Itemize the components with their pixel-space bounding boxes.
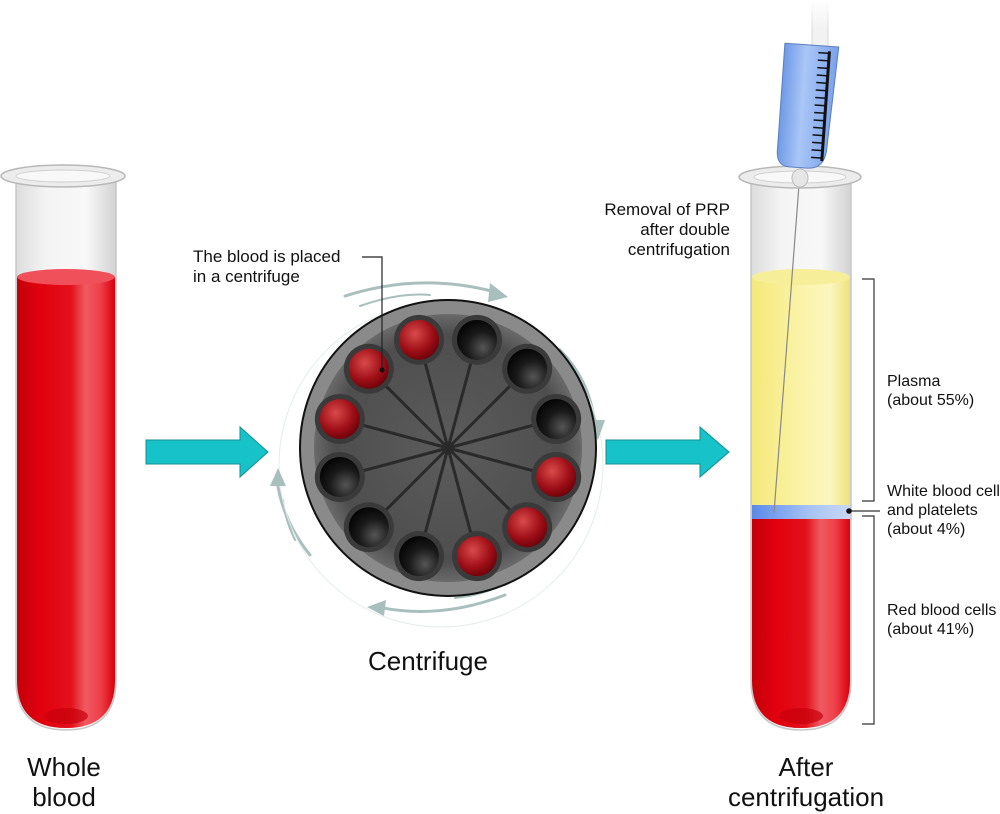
syringe-tick [815, 96, 827, 100]
syringe-tick [816, 74, 828, 77]
plasma-label: Plasma (about 55%) [887, 373, 975, 409]
empty-slot [536, 399, 577, 440]
syringe-tick [816, 81, 828, 85]
blood-tube-slot [319, 399, 360, 440]
syringe-tick [814, 111, 826, 114]
rbc-bottom-shadow [779, 708, 823, 724]
blood-surface [17, 269, 115, 285]
leader-dot [379, 367, 385, 373]
empty-slot [348, 507, 389, 548]
whole-blood-fill [17, 277, 115, 728]
blood-placed-label: The blood is placed in a centrifuge [193, 247, 341, 286]
buffy-leader-dot [846, 508, 852, 514]
centrifuge [270, 256, 605, 628]
syringe-tick [814, 104, 826, 107]
blood-tube-slot [399, 319, 440, 360]
blood-tube-slot [536, 456, 577, 497]
right-arrow-icon [145, 425, 269, 479]
empty-slot [456, 319, 497, 360]
right-arrow-icon [605, 425, 730, 479]
syringe-icon [770, 0, 850, 188]
red-blood-cells-label: Red blood cells (about 41%) [887, 602, 997, 638]
syringe-needle [773, 184, 800, 514]
whole-blood-label: Whole blood [27, 752, 101, 812]
buffy-coat-label: White blood cells and platelets (about 4… [887, 483, 1000, 538]
red-blood-cells-layer [752, 518, 850, 728]
rbc-bracket [862, 515, 875, 725]
plasma-surface [752, 269, 850, 285]
layer-brackets [850, 278, 880, 725]
blood-placed-leader-line [362, 256, 383, 370]
removal-prp-label: Removal of PRP after double centrifugati… [604, 200, 730, 259]
syringe-tick [811, 149, 823, 152]
syringe-tick [812, 141, 824, 144]
syringe-scale-spine [820, 51, 831, 162]
empty-slot [507, 348, 548, 389]
blood-bottom-shadow [44, 708, 88, 724]
syringe-tick [817, 59, 829, 62]
syringe-tick [810, 156, 823, 159]
blood-tube-slot [456, 536, 497, 577]
centrifuge-label: Centrifuge [368, 646, 488, 676]
empty-slot [399, 536, 440, 577]
syringe-tick [817, 66, 829, 70]
plasma-bracket [862, 278, 875, 502]
syringe-scale [810, 51, 831, 162]
syringe-tick [815, 89, 827, 92]
separated-tube [738, 165, 862, 731]
syringe-tick [813, 126, 825, 129]
buffy-coat-layer [752, 505, 850, 519]
plasma-layer [752, 277, 850, 505]
syringe-tick [818, 51, 830, 55]
blood-tube-slot [507, 507, 548, 548]
blood-tube-slot [348, 348, 389, 389]
after-centrifugation-label: After centrifugation [727, 752, 885, 812]
empty-slot [319, 456, 360, 497]
whole-blood-tube [0, 164, 126, 731]
syringe-tick [812, 134, 824, 137]
tube-opening [15, 169, 111, 183]
syringe-tip [791, 168, 809, 188]
syringe-tick [813, 119, 825, 122]
rotor-slots [314, 314, 582, 582]
